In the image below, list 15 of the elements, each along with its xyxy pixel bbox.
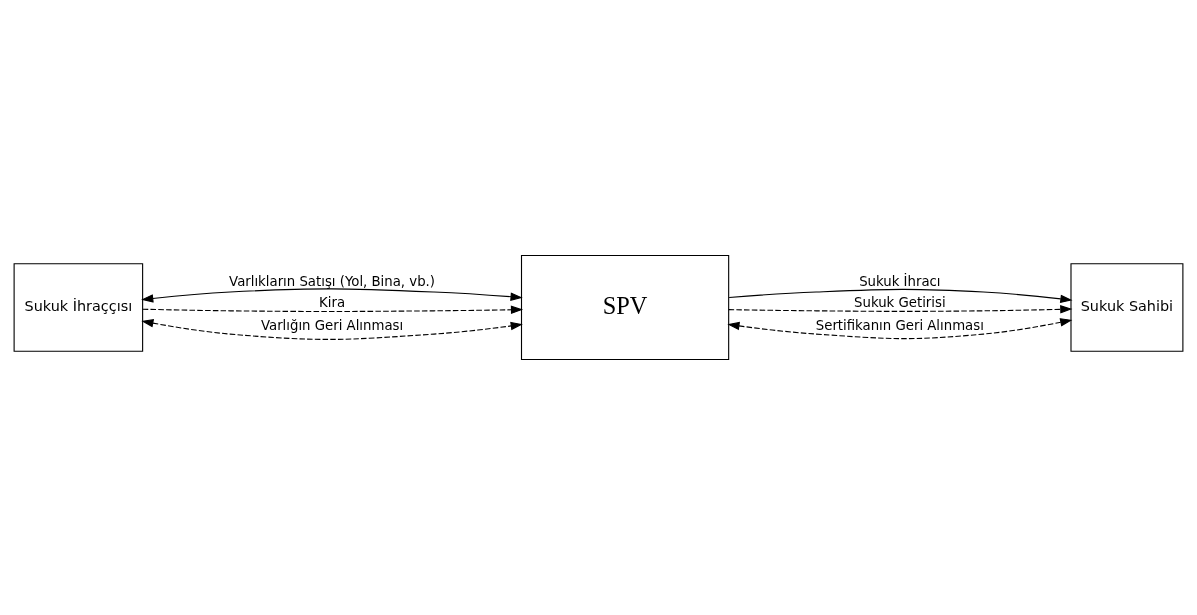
edge-label: Sukuk Getirisi	[854, 295, 946, 311]
arrow	[141, 288, 523, 303]
arrow	[141, 318, 523, 340]
edge-label: Varlıkların Satışı (Yol, Bina, vb.)	[229, 274, 436, 290]
edge-label: Kira	[319, 295, 346, 311]
arrow	[728, 288, 1073, 304]
arrow	[727, 318, 1073, 340]
edge-label: Sertifikanın Geri Alınması	[815, 318, 984, 334]
node-box: Sukuk Sahibi	[1070, 263, 1184, 352]
arrow	[142, 305, 524, 315]
edge-label: Sukuk İhracı	[859, 274, 941, 290]
arrow	[728, 305, 1073, 314]
edge-label: Varlığın Geri Alınması	[260, 318, 404, 334]
node-box: Sukuk İhraççısı	[13, 263, 144, 352]
node-box: SPV	[520, 254, 730, 361]
